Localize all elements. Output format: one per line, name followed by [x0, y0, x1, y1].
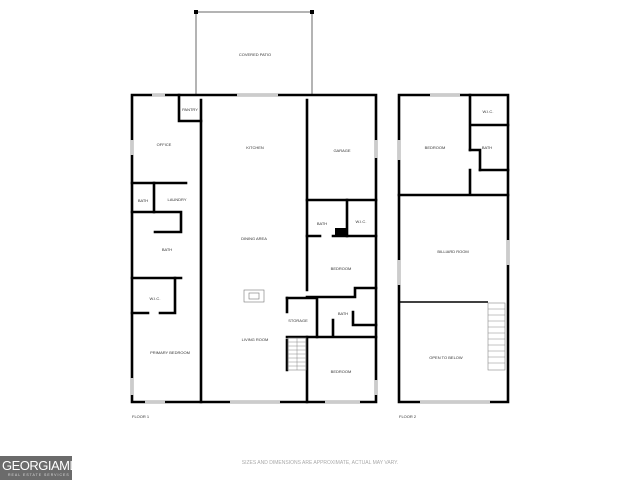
room-pantry: PANTRY [182, 107, 198, 112]
room-bath: BATH [482, 145, 492, 150]
disclaimer: SIZES AND DIMENSIONS ARE APPROXIMATE, AC… [241, 460, 399, 466]
room-laundry: LAUNDRY [167, 197, 186, 202]
room-bedroom: BEDROOM [331, 266, 352, 271]
floor-2-walls [397, 93, 510, 404]
room-kitchen: KITCHEN [246, 145, 264, 150]
logo-sub-text: REAL ESTATE SERVICES [8, 473, 70, 477]
room-billiard-room: BILLIARD ROOM [437, 249, 468, 254]
room-bath: BATH [138, 198, 148, 203]
room-garage: GARAGE [333, 148, 350, 153]
floor-1-walls [130, 10, 378, 404]
room-primary-bedroom: PRIMARY BEDROOM [150, 350, 190, 355]
room-office: OFFICE [157, 142, 172, 147]
floor-1-label: FLOOR 1 [132, 414, 150, 419]
floor-2-label: FLOOR 2 [399, 414, 417, 419]
fireplace-icon [243, 289, 265, 303]
stairs-icon [487, 302, 506, 371]
room-storage: STORAGE [288, 318, 308, 323]
room-wic: W.I.C. [483, 109, 494, 114]
logo-main-text: GEORGIAMLS [2, 458, 85, 473]
room-bedroom: BEDROOM [331, 369, 352, 374]
stairs-icon [287, 337, 307, 371]
room-labels: COVERED PATIO PANTRY OFFICE KITCHEN GARA… [132, 52, 493, 419]
room-dining-area: DINING AREA [241, 236, 267, 241]
room-bath: BATH [338, 311, 348, 316]
room-open-to-below: OPEN TO BELOW [429, 355, 463, 360]
room-bedroom: BEDROOM [425, 145, 446, 150]
georgia-mls-logo: GEORGIAMLS REAL ESTATE SERVICES [0, 456, 85, 480]
room-wic: W.I.C. [150, 296, 161, 301]
room-covered-patio: COVERED PATIO [239, 52, 271, 57]
room-bath: BATH [317, 221, 327, 226]
room-bath: BATH [162, 247, 172, 252]
room-wic: W.I.C. [356, 219, 367, 224]
room-living-room: LIVING ROOM [242, 337, 269, 342]
